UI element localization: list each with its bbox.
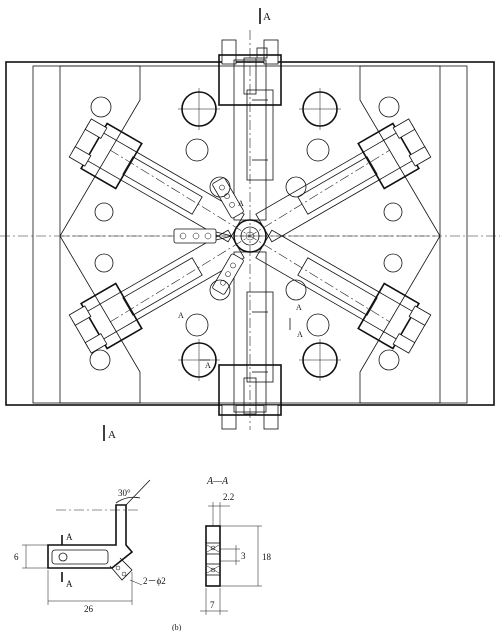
view-mark-a4: A (296, 303, 302, 312)
section-a-a-view: A—A 2.2 3 18 7 (200, 476, 272, 615)
slide-top (218, 39, 282, 221)
dim-6: 6 (14, 552, 19, 562)
section-label-top: A (263, 11, 271, 23)
slide-upper-left (255, 118, 432, 243)
screw-holes (89, 96, 403, 371)
main-plan-view: A A A A A A A (0, 8, 500, 441)
guide-pillars (178, 88, 341, 381)
detail-a-upper: A (66, 532, 73, 542)
part-slot (51, 549, 109, 565)
insert-lower (212, 253, 244, 295)
view-mark-a2: A (178, 311, 184, 320)
section-label-bottom: A (108, 429, 116, 441)
dim-3: 3 (241, 551, 246, 561)
section-title: A—A (206, 476, 229, 487)
right-panel (359, 65, 441, 404)
slide-lower-left (255, 229, 432, 354)
view-mark-a3: A (205, 361, 211, 370)
dim-2-2: 2.2 (223, 492, 234, 502)
insert-upper (212, 177, 244, 219)
dim-18: 18 (262, 552, 272, 562)
detail-a-lower: A (66, 579, 73, 589)
part-outline (47, 504, 134, 569)
view-mark-a1: A (238, 199, 244, 208)
dim-2phi2: 2－ϕ2 (143, 576, 166, 586)
dim-7: 7 (210, 600, 215, 610)
dim-26: 26 (84, 604, 94, 614)
dim-angle: 30° (118, 488, 131, 498)
part-tab (109, 557, 133, 581)
figure-caption: (b) (172, 623, 182, 631)
section-body (205, 525, 221, 587)
detail-part-view: 30° 6 26 2－ϕ2 A A (14, 479, 166, 614)
view-mark-a5: A (297, 330, 303, 339)
center-hub (173, 219, 267, 253)
